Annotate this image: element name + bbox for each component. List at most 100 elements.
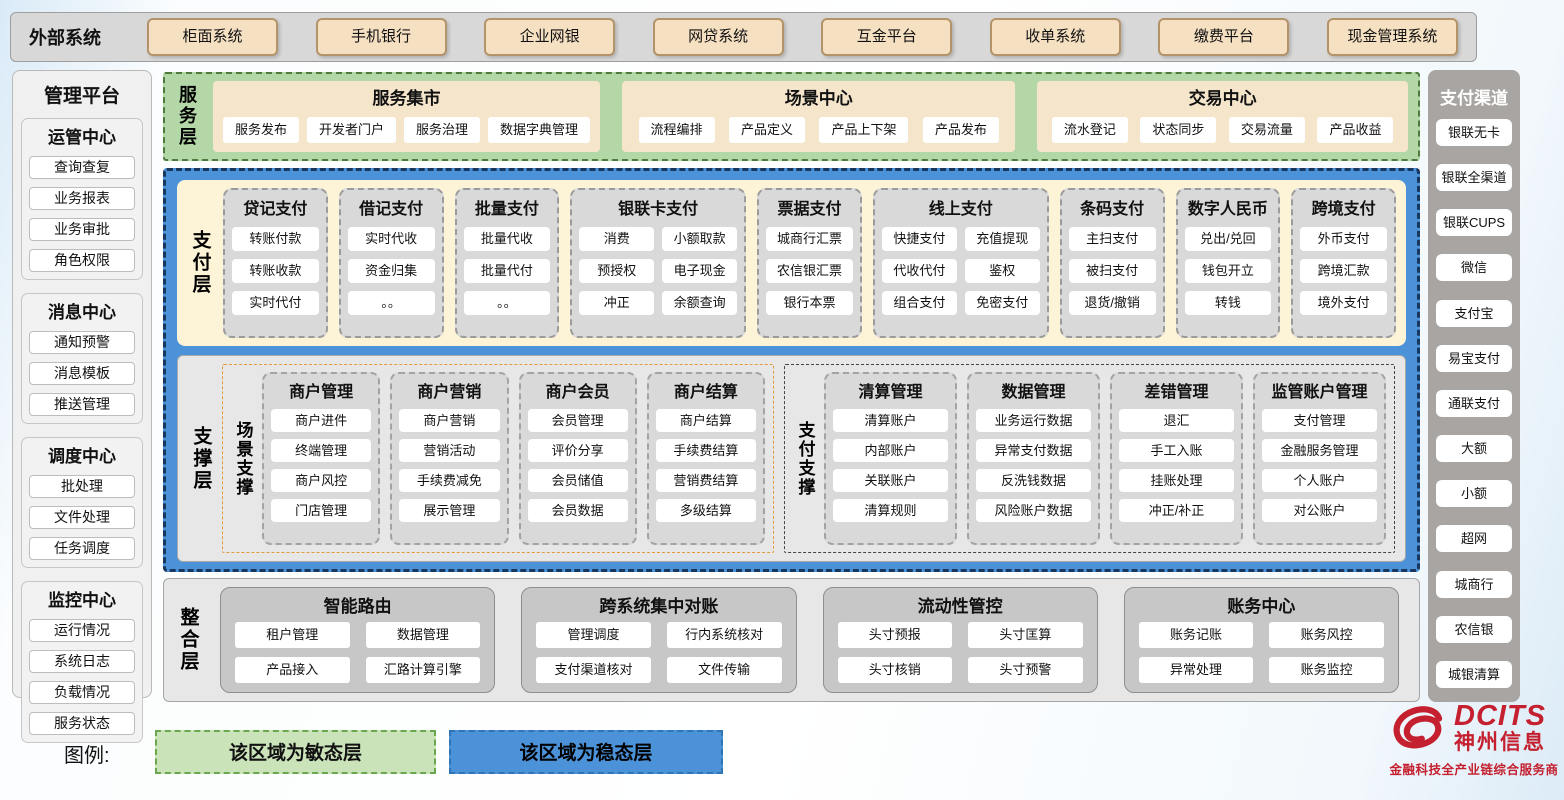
payment-column-title: 贷记支付	[243, 201, 308, 218]
stable-layer-container: 支付层 贷记支付转账付款转账收款实时代付借记支付实时代收资金归集。。批量支付批量…	[163, 168, 1420, 572]
support-item: 风险账户数据	[976, 499, 1091, 522]
management-item: 角色权限	[29, 249, 135, 272]
external-systems-label: 外部系统	[29, 28, 101, 48]
support-column: 商户结算商户结算手续费结算营销费结算多级结算	[646, 372, 765, 545]
integration-block-title: 流动性管控	[917, 597, 1003, 616]
support-item: 门店管理	[271, 499, 372, 522]
integration-layer-label: 整合层	[177, 607, 199, 673]
integration-item: 头寸预警	[968, 657, 1083, 683]
payment-channel-item: 小额	[1436, 480, 1512, 508]
management-group: 调度中心批处理文件处理任务调度	[21, 437, 143, 568]
integration-block-title: 智能路由	[323, 597, 392, 616]
payment-item: 充值提现	[964, 227, 1040, 251]
service-item: 产品定义	[728, 117, 805, 143]
dcits-name: 神州信息	[1454, 731, 1546, 755]
management-group: 运管中心查询查复业务报表业务审批角色权限	[21, 118, 143, 280]
payment-item: 小额取款	[662, 227, 738, 251]
payment-column-title: 跨境支付	[1311, 201, 1376, 218]
payment-column-title: 数字人民币	[1187, 201, 1268, 218]
payment-item: 免密支付	[964, 291, 1040, 315]
service-layer-label: 服务层	[177, 85, 197, 148]
management-item: 批处理	[29, 475, 135, 498]
support-item: 展示管理	[399, 499, 500, 522]
dcits-logo-top: DCITS 神州信息	[1386, 700, 1562, 756]
support-section-columns: 商户管理商户进件终端管理商户风控门店管理商户营销商户营销营销活动手续费减免展示管…	[262, 372, 765, 545]
management-platform-panel: 管理平台 运管中心查询查复业务报表业务审批角色权限消息中心通知预警消息模板推送管…	[12, 70, 152, 743]
support-item: 对公账户	[1262, 499, 1377, 522]
payment-column-title: 批量支付	[474, 201, 539, 218]
integration-item: 支付渠道核对	[536, 657, 651, 683]
payment-item: 批量代付	[463, 259, 551, 283]
support-item: 金融服务管理	[1262, 439, 1377, 462]
dcits-brand: DCITS	[1454, 700, 1546, 732]
support-item: 清算规则	[833, 499, 948, 522]
payment-column: 票据支付城商行汇票农信银汇票银行本票	[757, 188, 862, 338]
payment-layer: 支付层 贷记支付转账付款转账收款实时代付借记支付实时代收资金归集。。批量支付批量…	[177, 180, 1406, 346]
support-layer-label: 支撑层	[190, 425, 212, 492]
management-group-title: 监控中心	[48, 591, 116, 610]
service-item: 流水登记	[1051, 117, 1128, 143]
support-item: 手续费减免	[399, 469, 500, 492]
payment-column-title: 银联卡支付	[618, 201, 699, 218]
legend-stable-box: 该区域为稳态层	[449, 730, 723, 774]
integration-block: 账务中心账务记账账务风控异常处理账务监控	[1123, 587, 1399, 693]
service-item: 交易流量	[1228, 117, 1305, 143]
support-column-title: 商户管理	[289, 384, 354, 401]
management-item: 任务调度	[29, 537, 135, 560]
support-column-title: 监管账户管理	[1271, 384, 1368, 401]
legend-agile-box: 该区域为敏态层	[155, 730, 436, 774]
external-system-box: 收单系统	[989, 18, 1121, 56]
support-layer: 支撑层 场景支撑商户管理商户进件终端管理商户风控门店管理商户营销商户营销营销活动…	[177, 355, 1406, 562]
support-item: 评价分享	[527, 439, 628, 462]
management-group: 消息中心通知预警消息模板推送管理	[21, 293, 143, 424]
payment-column: 银联卡支付消费小额取款预授权电子现金冲正余额查询	[570, 188, 747, 338]
external-system-box: 缴费平台	[1158, 18, 1290, 56]
integration-block-title: 账务中心	[1227, 597, 1296, 616]
payment-item: 银行本票	[766, 291, 853, 315]
payment-channel-item: 城银清算	[1436, 660, 1512, 688]
payment-column: 线上支付快捷支付充值提现代收代付鉴权组合支付免密支付	[872, 188, 1049, 338]
support-item: 反洗钱数据	[976, 469, 1091, 492]
payment-item: 钱包开立	[1184, 259, 1272, 283]
payment-item-row: 消费小额取款	[579, 227, 738, 251]
service-item: 服务治理	[404, 117, 481, 143]
payment-item: 组合支付	[881, 291, 957, 315]
integration-block-title: 跨系统集中对账	[599, 597, 719, 616]
service-item: 产品收益	[1317, 117, 1394, 143]
payment-item: 资金归集	[347, 259, 435, 283]
payment-column: 跨境支付外币支付跨境汇款境外支付	[1291, 188, 1396, 338]
payment-item: 消费	[579, 227, 655, 251]
management-item: 通知预警	[29, 331, 135, 354]
payment-channel-item: 银联无卡	[1436, 119, 1512, 146]
payment-item: 冲正	[579, 291, 655, 315]
payment-channel-item: 大额	[1436, 435, 1512, 463]
integration-block: 跨系统集中对账管理调度行内系统核对支付渠道核对文件传输	[521, 587, 797, 693]
service-item: 开发者门户	[307, 117, 397, 143]
payment-item: 外币支付	[1300, 227, 1387, 251]
management-item: 文件处理	[29, 506, 135, 529]
support-section-columns: 清算管理清算账户内部账户关联账户清算规则数据管理业务运行数据异常支付数据反洗钱数…	[824, 372, 1386, 545]
payment-item: 批量代收	[463, 227, 551, 251]
service-layer: 服务层 服务集市服务发布开发者门户服务治理数据字典管理场景中心流程编排产品定义产…	[163, 72, 1420, 161]
payment-channel-item: 银联全渠道	[1436, 164, 1512, 192]
payment-item: 农信银汇票	[766, 259, 853, 283]
integration-item: 文件传输	[666, 657, 782, 683]
service-block-title: 服务集市	[372, 89, 441, 108]
management-group: 监控中心运行情况系统日志负载情况服务状态	[21, 581, 143, 743]
payment-item: 转账收款	[232, 259, 319, 283]
support-item: 清算账户	[833, 409, 948, 432]
integration-block-items: 头寸预报头寸匡算头寸核销头寸预警	[837, 622, 1083, 683]
payment-layer-label: 支付层	[189, 230, 211, 296]
external-system-box: 网贷系统	[652, 18, 784, 56]
integration-item: 行内系统核对	[666, 622, 782, 648]
payment-columns: 贷记支付转账付款转账收款实时代付借记支付实时代收资金归集。。批量支付批量代收批量…	[223, 188, 1396, 338]
service-layer-blocks: 服务集市服务发布开发者门户服务治理数据字典管理场景中心流程编排产品定义产品上下架…	[213, 81, 1408, 152]
payment-item-row: 组合支付免密支付	[881, 291, 1040, 315]
management-platform-title: 管理平台	[43, 86, 120, 107]
payment-item: 鉴权	[964, 259, 1040, 283]
integration-item: 数据管理	[365, 622, 481, 648]
support-item: 营销费结算	[655, 469, 756, 492]
support-column-title: 数据管理	[1001, 384, 1066, 401]
payment-column: 数字人民币兑出/兑回钱包开立转钱	[1175, 188, 1281, 338]
